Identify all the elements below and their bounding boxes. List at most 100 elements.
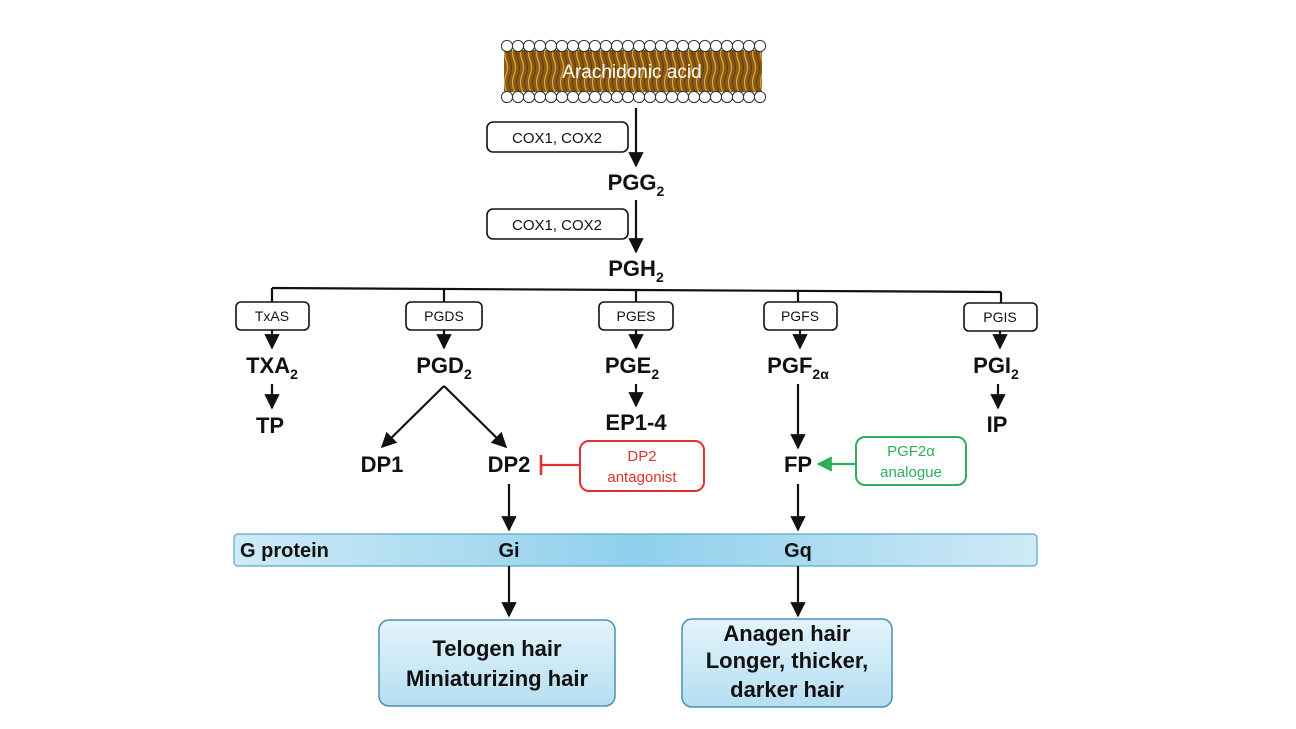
enzyme-label-pgis: PGIS <box>983 309 1016 325</box>
dp2-antagonist-box <box>579 440 705 492</box>
outcome-anagen-line2: Longer, thicker, <box>706 648 869 673</box>
lipid-head <box>544 90 558 104</box>
dp2-antagonist-line2: antagonist <box>607 469 677 486</box>
lipid-head <box>500 39 514 53</box>
g-protein-label: G protein <box>240 540 329 562</box>
lipid-head <box>665 39 679 53</box>
lipid-head <box>742 90 756 104</box>
enzyme-box-cox-1 <box>486 121 629 153</box>
lipid-head <box>610 90 624 104</box>
node-txa2: TXA2 <box>246 353 298 382</box>
outcome-telogen-line2: Miniaturizing hair <box>406 666 589 691</box>
enzyme-label-pges: PGES <box>617 308 656 324</box>
pgf2a-analogue: PGF2α analogue <box>816 436 967 486</box>
lipid-head <box>676 90 690 104</box>
lipid-head <box>643 39 657 53</box>
node-dp1: DP1 <box>361 452 404 477</box>
lipid-head <box>753 90 767 104</box>
lipid-head <box>588 39 602 53</box>
membrane-heads-bottom <box>500 90 767 104</box>
lipid-head <box>522 90 536 104</box>
lipid-head <box>720 39 734 53</box>
node-pgd2: PGD2 <box>416 353 472 382</box>
lipid-head <box>577 39 591 53</box>
membrane-lipid-tails <box>504 50 762 92</box>
lipid-head <box>511 39 525 53</box>
gi-label: Gi <box>498 540 519 562</box>
lipid-head <box>544 39 558 53</box>
lipid-head <box>687 39 701 53</box>
lipid-head <box>577 90 591 104</box>
enzyme-label-pgfs: PGFS <box>781 308 819 324</box>
lipid-head <box>621 90 635 104</box>
lipid-head <box>533 90 547 104</box>
lipid-head <box>731 90 745 104</box>
outcome-anagen-line1: Anagen hair <box>723 621 851 646</box>
lipid-head <box>610 39 624 53</box>
arrow-pgd2-to-dp2 <box>443 385 508 449</box>
enzyme-box-cox-2 <box>486 208 629 240</box>
outcome-telogen-box <box>378 619 616 707</box>
outcome-anagen-line3: darker hair <box>730 677 844 702</box>
node-pgg2: PGG2 <box>608 170 665 199</box>
lipid-head <box>566 39 580 53</box>
lipid-head <box>676 39 690 53</box>
dp2-antagonist-line1: DP2 <box>627 448 656 465</box>
lipid-head <box>555 90 569 104</box>
lipid-head <box>709 39 723 53</box>
lipid-head <box>709 90 723 104</box>
lipid-head <box>742 39 756 53</box>
lipid-head <box>731 39 745 53</box>
node-fp: FP <box>784 452 812 477</box>
pgf2a-analogue-box <box>855 436 967 486</box>
lipid-head <box>665 90 679 104</box>
gq-label: Gq <box>784 540 812 562</box>
lipid-head <box>566 90 580 104</box>
lipid-head <box>500 90 514 104</box>
outcome-telogen: Telogen hair Miniaturizing hair <box>378 619 616 707</box>
pgf2a-analogue-line1: PGF2α <box>887 443 935 460</box>
node-tp: TP <box>256 413 284 438</box>
node-pgh2: PGH2 <box>608 256 664 285</box>
lipid-head <box>599 39 613 53</box>
enzyme-label-pgds: PGDS <box>424 308 464 324</box>
lipid-head <box>555 39 569 53</box>
node-ep1-4: EP1-4 <box>605 410 667 435</box>
lipid-head <box>654 90 668 104</box>
lipid-head <box>687 90 701 104</box>
lipid-head <box>698 39 712 53</box>
node-pge2: PGE2 <box>605 353 659 382</box>
lipid-head <box>698 90 712 104</box>
node-pgf2a: PGF2α <box>767 353 829 382</box>
node-pgi2: PGI2 <box>973 353 1019 382</box>
enzyme-label-cox-2: COX1, COX2 <box>512 217 602 234</box>
cell-membrane: Arachidonic acid <box>500 39 767 104</box>
enzyme-label-txas: TxAS <box>255 308 289 324</box>
node-ip: IP <box>987 412 1008 437</box>
pgf2a-analogue-line2: analogue <box>880 464 942 481</box>
lipid-head <box>533 39 547 53</box>
outcome-anagen-box <box>681 618 893 708</box>
lipid-head <box>522 39 536 53</box>
lipid-head <box>621 39 635 53</box>
lipid-head <box>632 90 646 104</box>
node-dp2: DP2 <box>488 452 531 477</box>
lipid-head <box>588 90 602 104</box>
outcome-telogen-line1: Telogen hair <box>432 636 562 661</box>
lipid-head <box>643 90 657 104</box>
lipid-head <box>654 39 668 53</box>
lipid-head <box>753 39 767 53</box>
arrow-pgd2-to-dp1 <box>380 385 445 449</box>
dp2-antagonist: DP2 antagonist <box>539 440 705 492</box>
membrane-label: Arachidonic acid <box>562 62 701 83</box>
lipid-head <box>599 90 613 104</box>
lipid-head <box>720 90 734 104</box>
g-protein-band <box>233 533 1038 567</box>
enzyme-label-cox-1: COX1, COX2 <box>512 130 602 147</box>
lipid-head <box>511 90 525 104</box>
g-protein-bar: G protein Gi Gq <box>233 533 1038 567</box>
lipid-head <box>632 39 646 53</box>
membrane-heads-top <box>500 39 767 53</box>
outcome-anagen: Anagen hair Longer, thicker, darker hair <box>681 618 893 708</box>
